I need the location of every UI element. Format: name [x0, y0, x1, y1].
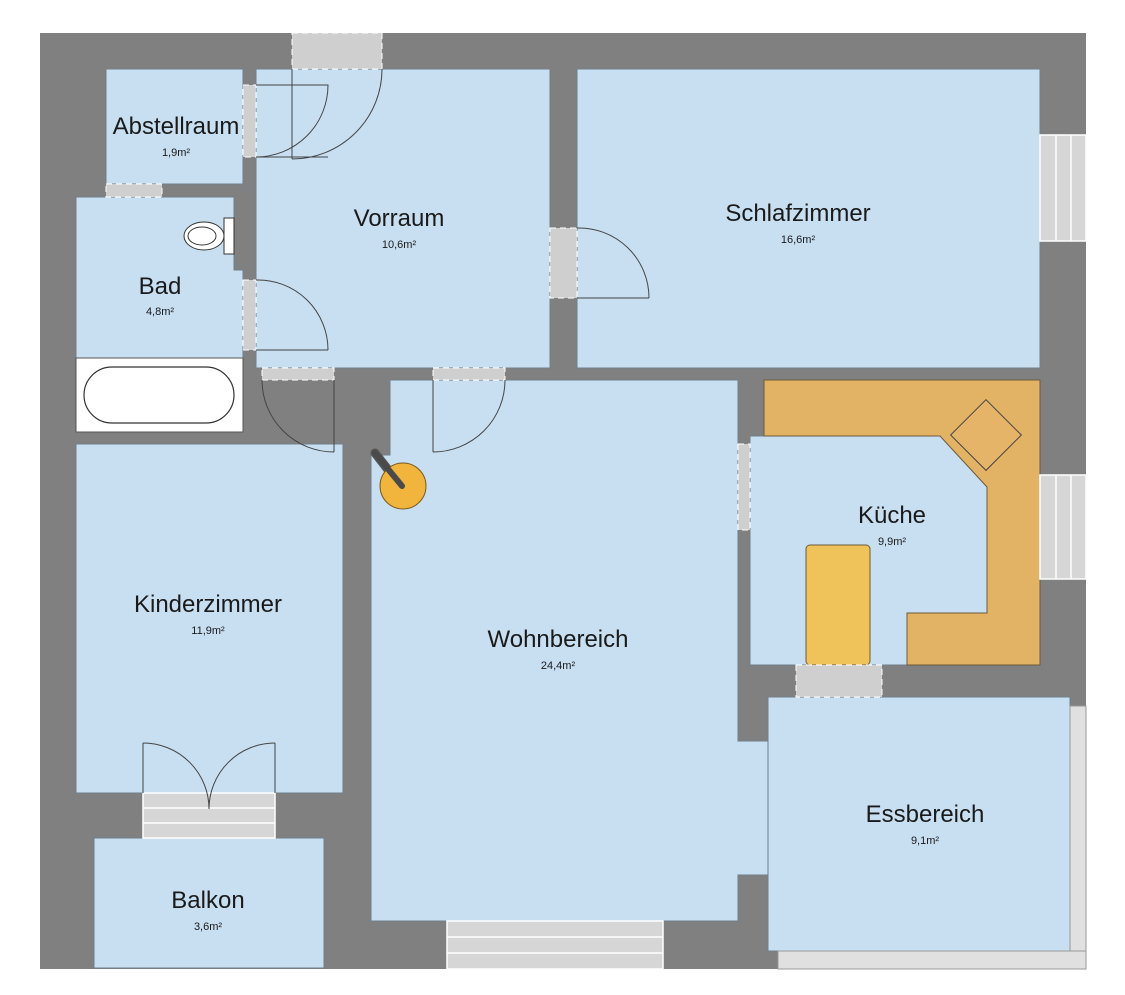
- room-abstellraum-area: 1,9m²: [162, 147, 190, 159]
- room-essbereich-name: Essbereich: [866, 801, 985, 828]
- essbereich-glazing-bottom: [777, 950, 1087, 970]
- room-kinderzimmer-name: Kinderzimmer: [134, 591, 282, 618]
- abstellraum-bad-opening[interactable]: [105, 183, 163, 198]
- room-kinderzimmer-area: 11,9m²: [191, 625, 225, 637]
- kinderzimmer-door-swing: [261, 379, 335, 453]
- schlafzimmer-window: [1039, 134, 1087, 242]
- kinderzimmer-door-opening[interactable]: [261, 367, 335, 381]
- room-bad-area: 4,8m²: [146, 306, 174, 318]
- bathtub-basin: [83, 366, 235, 424]
- room-kueche-name: Küche: [858, 502, 926, 529]
- stove-pipe-inner: [372, 450, 405, 489]
- room-vorraum-name: Vorraum: [354, 205, 445, 232]
- balkon-door-swing-left: [142, 742, 210, 810]
- entrance-opening[interactable]: [291, 32, 383, 70]
- balkon-door-threshold: [142, 792, 276, 839]
- wohnbereich-window: [446, 920, 664, 970]
- kueche-essbereich-opening[interactable]: [795, 664, 883, 698]
- abstellraum-door-swing: [255, 84, 329, 158]
- room-bad-name: Bad: [139, 273, 182, 300]
- kueche-side-opening[interactable]: [737, 443, 751, 531]
- room-wohnbereich-area: 24,4m²: [541, 660, 576, 672]
- room-abstellraum-name: Abstellraum: [113, 113, 240, 140]
- room-kueche-area: 9,9m²: [878, 536, 906, 548]
- kitchen-sink: [949, 398, 1023, 472]
- toilet-tank: [223, 217, 235, 255]
- schlafzimmer-door-opening[interactable]: [549, 227, 578, 299]
- bad-door-swing: [255, 279, 329, 351]
- room-schlafzimmer-area: 16,6m²: [781, 234, 816, 246]
- kueche-window: [1039, 474, 1087, 580]
- room-balkon-floor[interactable]: [93, 837, 325, 969]
- room-vorraum-floor[interactable]: [255, 68, 551, 369]
- room-kinderzimmer-floor[interactable]: [75, 443, 344, 794]
- abstellraum-door-opening[interactable]: [242, 84, 257, 158]
- room-schlafzimmer-name: Schlafzimmer: [725, 200, 870, 227]
- toilet-seat: [187, 226, 217, 246]
- room-balkon-name: Balkon: [171, 887, 244, 914]
- wohnbereich-door-swing: [432, 379, 506, 453]
- room-wohnbereich-name: Wohnbereich: [488, 626, 629, 653]
- schlafzimmer-door-swing: [576, 227, 650, 299]
- balkon-door-swing-right: [208, 742, 276, 810]
- room-schlafzimmer-floor[interactable]: [576, 68, 1041, 369]
- room-essbereich-floor[interactable]: [767, 696, 1071, 952]
- room-balkon-area: 3,6m²: [194, 921, 222, 933]
- essbereich-glazing-right: [1069, 705, 1087, 970]
- dining-table: [805, 544, 871, 666]
- room-essbereich-area: 9,1m²: [911, 835, 939, 847]
- bad-door-opening[interactable]: [242, 279, 257, 351]
- room-abstellraum-floor[interactable]: [105, 68, 244, 185]
- wohnbereich-door-opening[interactable]: [432, 367, 506, 381]
- room-vorraum-area: 10,6m²: [382, 239, 417, 251]
